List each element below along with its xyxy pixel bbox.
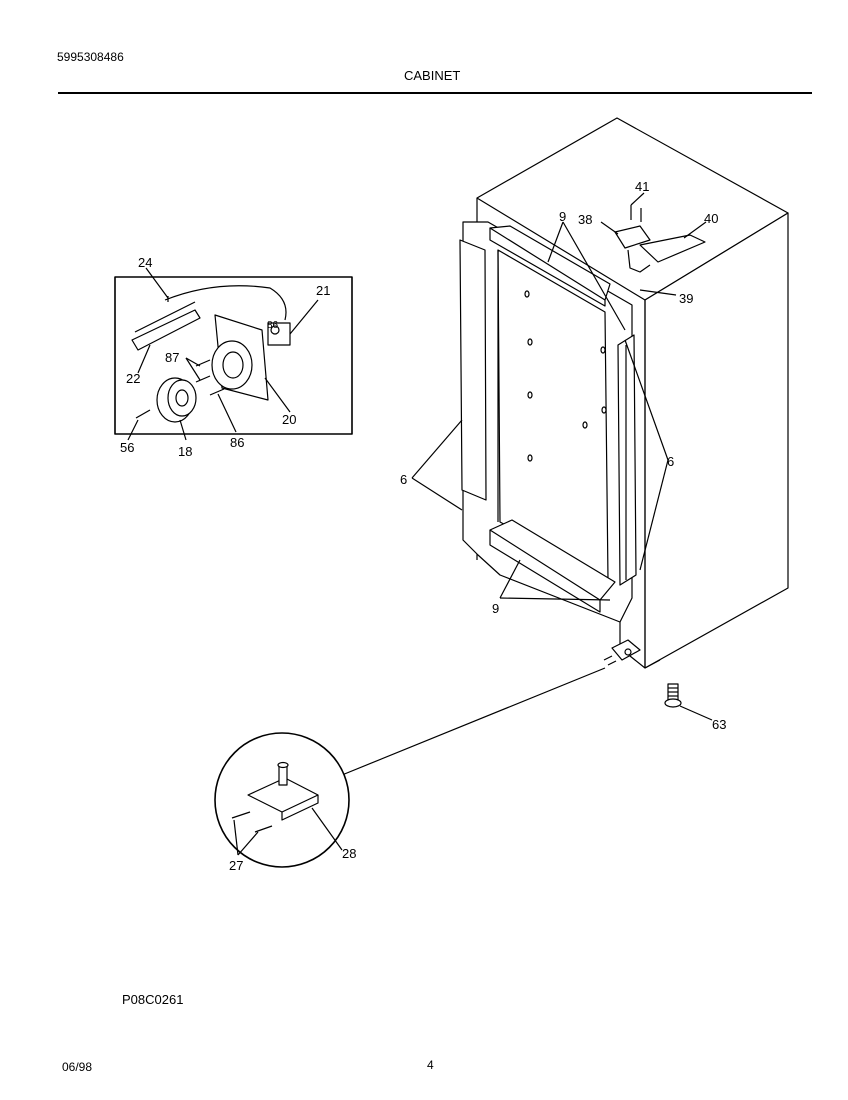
callout-28: 28 [342, 846, 356, 861]
callout-39: 39 [679, 291, 693, 306]
callout-21: 21 [316, 283, 330, 298]
callout-22: 22 [126, 371, 140, 386]
callout-40: 40 [704, 211, 718, 226]
light-assembly-inset [114, 267, 353, 441]
bottom-hinge-small [603, 639, 641, 666]
top-hinge-assembly [600, 192, 707, 296]
gasket-right [617, 334, 637, 586]
section-title: CABINET [404, 68, 461, 83]
callout-6-right: 6 [667, 454, 674, 469]
callout-56: 56 [120, 440, 134, 455]
breaker-strip-bottom [489, 519, 616, 613]
callout-6-left: 6 [400, 472, 407, 487]
header-rule [58, 92, 812, 94]
callout-86-upper: 86 [267, 320, 279, 331]
diagram-code: P08C0261 [122, 992, 184, 1007]
leveling-leg [664, 683, 713, 721]
document-number: 5995308486 [57, 50, 124, 64]
bottom-hinge-detail [214, 732, 350, 868]
callout-9-bottom: 9 [492, 601, 499, 616]
page-number: 4 [427, 1058, 434, 1072]
callout-labels: 6 6 9 9 18 20 21 22 24 27 28 38 39 40 41… [120, 179, 726, 873]
callout-9-top: 9 [559, 209, 566, 224]
callout-18: 18 [178, 444, 192, 459]
gasket-left [459, 239, 487, 501]
callout-63: 63 [712, 717, 726, 732]
cabinet-body [462, 117, 789, 669]
callout-20: 20 [282, 412, 296, 427]
callout-41: 41 [635, 179, 649, 194]
date-code: 06/98 [62, 1060, 93, 1074]
callout-87: 87 [165, 350, 179, 365]
breaker-strip-top [489, 225, 611, 307]
callout-24: 24 [138, 255, 152, 270]
callout-86-lower: 86 [230, 435, 244, 450]
callout-38: 38 [578, 212, 592, 227]
callout-27: 27 [229, 858, 243, 873]
